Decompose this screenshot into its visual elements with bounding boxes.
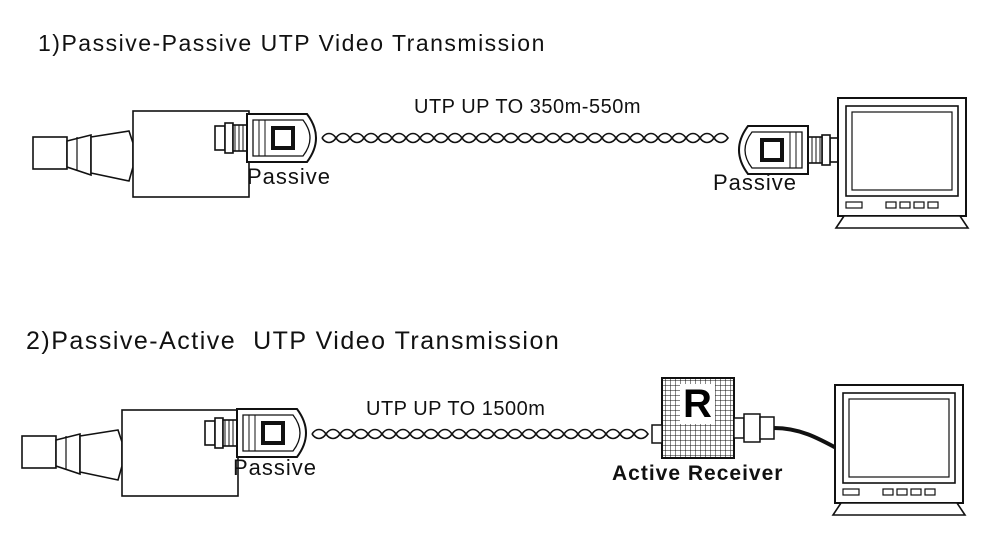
section2-title-b: Active [159,327,237,355]
twisted-pair-cable-icon [311,428,649,440]
receiver-letter: R [680,384,715,424]
section1-title-a: Passive [61,30,153,56]
section1-title-rest: UTP Video Transmission [252,30,546,56]
section1-title-dash: - [152,30,162,56]
section2-title-num: 2) [26,327,52,355]
section2-cable-label: UTP UP TO 1500m [366,398,546,420]
section1-cable-label: UTP UP TO 350m-550m [414,96,641,118]
section2-title-dash: - [149,327,160,355]
section2-receiver-label: Active Receiver [612,462,784,485]
section1-left-passive-label: Passive [247,164,332,189]
section2-title: 2)Passive-Active UTP Video Transmission [26,327,560,356]
section1-title-num: 1) [38,30,62,56]
section1-title: 1)Passive-Passive UTP Video Transmission [38,30,546,57]
section2-title-a: Passive [51,327,150,355]
monitor-icon [835,97,969,229]
section1-title-b: Passive [161,30,253,56]
camera-icon [32,110,250,198]
section1-right-passive-label: Passive [713,170,798,195]
passive-balun-icon [738,125,841,175]
monitor-icon [832,384,966,516]
section2-title-rest: UTP Video Transmission [236,327,561,355]
twisted-pair-cable-icon [321,132,729,144]
section2-left-passive-label: Passive [233,455,318,480]
